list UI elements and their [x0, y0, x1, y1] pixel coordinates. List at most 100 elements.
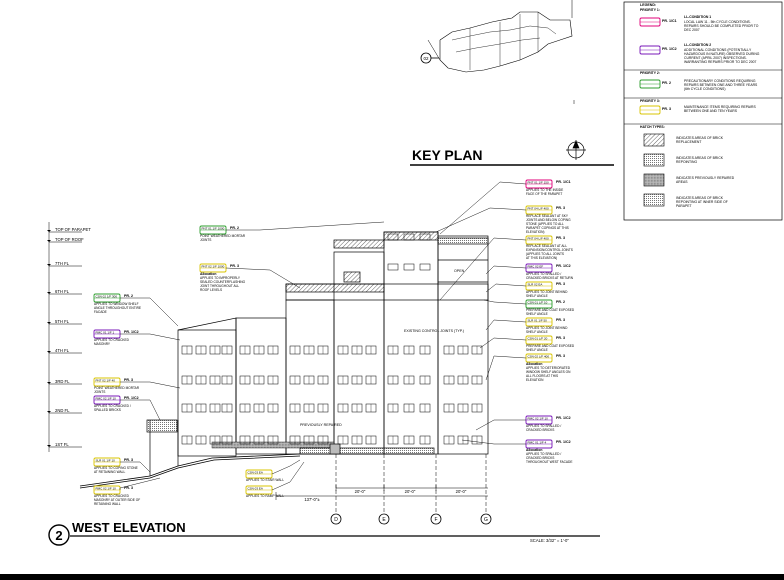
callout-leader [120, 297, 179, 327]
callout-code: RMC 01 1/F 1 [96, 330, 115, 334]
callout-leader [483, 299, 527, 305]
callout-leader [120, 399, 161, 421]
window [419, 263, 431, 271]
callout-text-line: APPLIES TO RAMP WALL [246, 494, 284, 498]
callout: CSN 03 EA APPLIES TO RAMP WALL [245, 461, 305, 498]
callout-text-line: (APPLIES TO ALL JOINTS [526, 252, 564, 256]
callout-leader [439, 181, 527, 235]
callout-text-line: APPLIES TO CRACKED [94, 338, 130, 342]
callout-priority: PR. 3 [556, 206, 565, 210]
level-label: 5TH FL [55, 319, 70, 324]
callout-text-line: ALL FLOORS AT THIS [526, 374, 558, 378]
callout-priority: PR. 1/C2 [556, 416, 571, 420]
callout-text-line: REPLACE SEALANT AT ALL [526, 244, 567, 248]
callout-text-line: APPLIES TO CRACKED / [94, 404, 131, 408]
callout-text-line: ROOF LEVELS [200, 288, 222, 292]
callout-text-line: APPLIES TO CRACKED [94, 494, 130, 498]
drawing-title: WEST ELEVATION [72, 520, 186, 535]
callout-code: RMC 02 1/F 10 [96, 396, 117, 400]
legend-text-line: HAZARDOUS IN NATURE) OBSERVED DURING [684, 52, 760, 56]
callout-leader [120, 381, 181, 389]
callout-text-line: REPLACE SEALANT AT SKY [526, 214, 569, 218]
legend-text-line: PRECAUTIONARY CONDITIONS REQUIRING [684, 79, 756, 83]
callout-text-line: APPLIES TO SPALLED / [526, 272, 561, 276]
legend-text-line: BETWEEN ONE AND TEN YEARS [684, 109, 738, 113]
callout-leader [479, 337, 527, 349]
callout-leader [435, 207, 527, 233]
legend-text-line: CURRENT (APRIL 2007) INSPECTIONS. [684, 56, 747, 60]
callout-priority: PR. 3 [230, 264, 239, 268]
bay-dimension: 20'-0" [405, 489, 416, 494]
legend-hatch-items: INDICATES AREAS OF BRICKREPLACEMENTINDIC… [643, 133, 735, 208]
legend-heading: LEGEND: [640, 3, 656, 7]
callout-priority: PR. 2 [124, 294, 133, 298]
window [403, 263, 415, 271]
callout-leader [485, 283, 527, 293]
callout-code: RMC 01 1/F 4 [528, 440, 547, 444]
callout-text-line: APPLIES TO COPING STONE [94, 466, 138, 470]
callout-text-line: FACADE [94, 310, 107, 314]
legend-hatch-label: REPOINTING AT INNER SIDE OF [676, 200, 728, 204]
joints-note: EXISTING CONTROL JOINTS (TYP.) [404, 329, 464, 333]
callout-priority: PR. 1/C2 [556, 440, 571, 444]
callout-code: SLR 02 EA [528, 282, 543, 286]
callout-text-line: APPLIES TO IMPROPERLY [200, 276, 241, 280]
drawing-number: 2 [55, 528, 62, 543]
callout-leader [485, 355, 527, 381]
callout-code: CSN 01 L/F 20 [528, 336, 548, 340]
legend-hatch-heading: HATCH TYPES: [640, 125, 665, 129]
callout-text-line: PARAPET COPINGS AT THIS [526, 226, 569, 230]
callout-priority: PR. 3 [556, 354, 565, 358]
legend-hatch-label: PARAPET [676, 204, 692, 208]
callout-text-line: STONE (APPLIES TO ALL [526, 222, 564, 226]
dimension-lines [275, 487, 488, 500]
callout-text-line: JOINTS [94, 390, 105, 394]
drawing-number-bubble [48, 524, 70, 546]
callout-text-line: APPLIES TO DETERIORATED [526, 366, 571, 370]
callout-heading: Allocation [200, 272, 216, 276]
callout-text-line: SHELF ANGLE [526, 330, 548, 334]
callout-text-line: THROUGHOUT WEST FACADE [526, 460, 572, 464]
callout-leader [225, 267, 301, 289]
callout-leader [271, 459, 301, 475]
legend-text-line: WARRANTING REPAIRS PRIOR TO DEC 2007 [684, 60, 757, 64]
callout-priority: PR. 3 [556, 336, 565, 340]
callout-text-line: MASONRY [94, 342, 111, 346]
callout-priority: PR. 2 [556, 300, 565, 304]
callout-code: CSN 02 L/F 400 [528, 354, 550, 358]
grid-bubble [378, 513, 390, 525]
callout-text-line: MASONRY AT OUTER SIDE OF [94, 498, 140, 502]
callout-text-line: FACE OF THE PARAPET [526, 192, 562, 196]
legend-hatch-swatch [643, 133, 665, 147]
legend-priority-label: PR. 1/C1 [662, 19, 677, 23]
callout-code: CSN 03 EA [248, 470, 263, 474]
legend-text-line: DEC 2007 [684, 28, 700, 32]
callout-code: RMC 02 EF [528, 264, 544, 268]
legend-hatch-swatch [643, 173, 665, 187]
level-label: TOP OF ROOF [55, 237, 84, 242]
callout-priority: PR. 3 [556, 236, 565, 240]
drawing-scale: SCALE: 3/32" = 1'-0" [530, 538, 569, 543]
key-plan-view-marker: 02 [420, 52, 439, 64]
level-label: TOP OF PARAPET [55, 227, 91, 232]
legend-text-line: (6th CYCLE CONDITIONS) [684, 87, 725, 91]
window [403, 233, 415, 241]
callout-code: SLR 01 1/F 10 [96, 458, 116, 462]
callout-priority: PR. 1/C2 [124, 330, 139, 334]
